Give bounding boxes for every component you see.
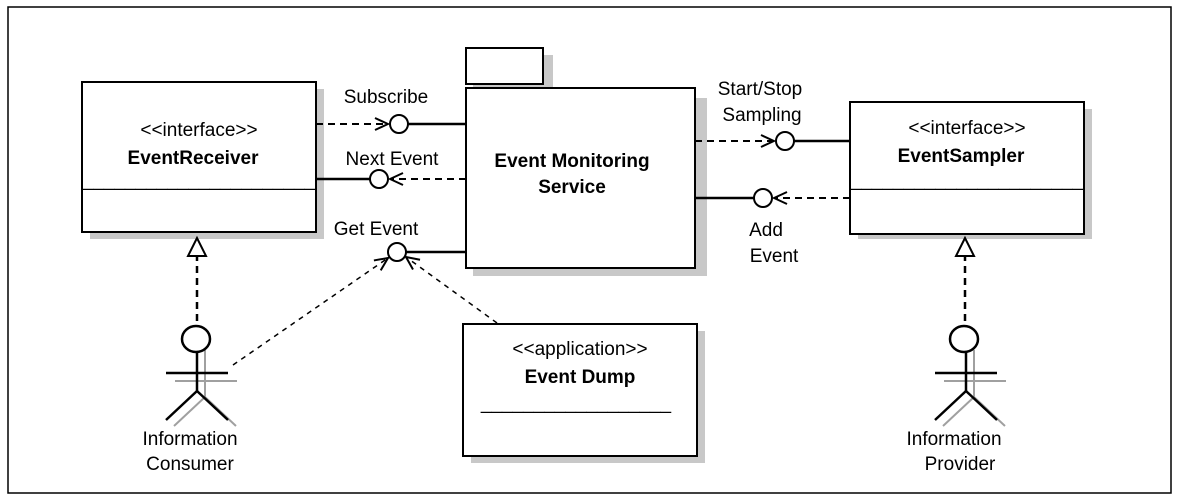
subscribe-interface[interactable] xyxy=(389,114,466,134)
event-receiver-name: EventReceiver xyxy=(128,148,260,169)
event-monitoring-service-name-line2: Service xyxy=(538,177,606,198)
start-stop-sampling-interface[interactable] xyxy=(775,131,850,151)
dump-to-get-event-dependency xyxy=(406,257,498,324)
add-event-label-line2: Event xyxy=(750,246,799,267)
event-sampler-stereotype: <<interface>> xyxy=(908,118,1025,139)
consumer-to-get-event-dependency xyxy=(232,258,388,366)
information-consumer-actor-icon[interactable] xyxy=(165,324,237,427)
event-monitoring-service-component[interactable]: Event Monitoring Service xyxy=(465,47,707,276)
get-event-interface[interactable] xyxy=(387,242,466,262)
next-event-interface[interactable] xyxy=(316,169,389,189)
get-event-label: Get Event xyxy=(334,219,419,240)
event-sampler-class[interactable]: <<interface>> EventSampler _____________… xyxy=(849,101,1092,239)
information-provider-label-line1: Information xyxy=(906,429,1001,450)
information-provider-label-line2: Provider xyxy=(925,454,996,475)
provider-realizes-sampler xyxy=(954,235,976,327)
start-stop-label-line2: Sampling xyxy=(722,105,801,126)
event-dump-stereotype: <<application>> xyxy=(512,339,647,360)
subscribe-label: Subscribe xyxy=(344,87,429,108)
information-consumer-label-line2: Consumer xyxy=(146,454,234,475)
add-event-label-line1: Add xyxy=(749,220,783,241)
event-sampler-name: EventSampler xyxy=(898,146,1025,167)
event-dump-name: Event Dump xyxy=(525,367,636,388)
event-receiver-stereotype: <<interface>> xyxy=(140,120,257,141)
event-dump-separator: __________________ xyxy=(480,393,672,414)
event-receiver-class[interactable]: <<interface>> EventReceiver ____________… xyxy=(81,81,324,239)
diagram-frame xyxy=(7,6,1172,494)
next-event-label: Next Event xyxy=(346,149,440,170)
event-receiver-separator: ______________________ xyxy=(82,170,316,191)
information-consumer-label-line1: Information xyxy=(142,429,237,450)
event-dump-class[interactable]: <<application>> Event Dump _____________… xyxy=(462,323,705,463)
event-sampler-separator: ______________________ xyxy=(850,170,1084,191)
start-stop-label-line1: Start/Stop xyxy=(718,79,803,100)
consumer-realizes-receiver xyxy=(186,235,208,327)
event-monitoring-service-name-line1: Event Monitoring xyxy=(494,151,649,172)
information-provider-actor-icon[interactable] xyxy=(934,324,1006,427)
add-event-interface[interactable] xyxy=(695,188,773,208)
